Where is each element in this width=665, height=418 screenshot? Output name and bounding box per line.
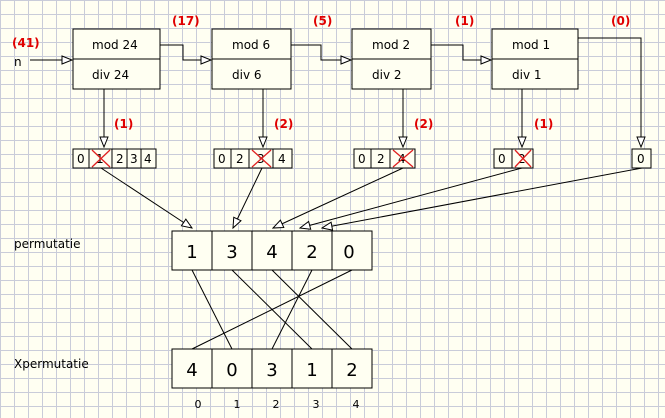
carry-arrow-1 (160, 44, 211, 60)
mod-1-label: mod 1 (512, 38, 550, 52)
pick-arrow-2 (233, 167, 263, 228)
digit-cell: 0 (77, 152, 85, 166)
permutatie-cell: 2 (306, 242, 317, 263)
input-label: n (14, 55, 22, 69)
div-24-label: div 24 (92, 68, 129, 82)
cross-mark (91, 149, 111, 168)
mod-6-label: mod 6 (232, 38, 270, 52)
stage-box-1: mod 1 div 1 (491, 28, 579, 90)
carry-label-5: (5) (313, 14, 332, 28)
cross-mark (514, 149, 532, 168)
digit-cell: 3 (130, 152, 138, 166)
digit-cell: 2 (377, 152, 385, 166)
stage-box-6: mod 6 div 6 (211, 28, 292, 90)
carry-label-1: (1) (455, 14, 474, 28)
digit-cell: 2 (116, 152, 124, 166)
pick-arrow-3 (273, 167, 404, 228)
digit-list-3: 0 2 4 (353, 148, 416, 169)
div-result-4: (1) (534, 117, 553, 131)
carry-label-0: (0) (611, 14, 630, 28)
index-labels: 0 1 2 3 4 (195, 398, 360, 411)
mod-24-label: mod 24 (92, 38, 138, 52)
permutatie-row: 1 3 4 2 0 (171, 230, 373, 271)
cross-mark (392, 149, 414, 168)
div-2-label: div 2 (372, 68, 402, 82)
pick-arrow-4 (300, 167, 523, 228)
carry-arrow-2 (291, 44, 351, 60)
xpermutatie-cell: 0 (226, 360, 237, 381)
stage-box-24: mod 24 div 24 (72, 28, 161, 90)
xpermutatie-cell: 1 (306, 360, 317, 381)
xpermutatie-row: 4 0 3 1 2 (171, 348, 373, 389)
digit-cell: 4 (278, 152, 286, 166)
digit-list-1: 0 1 2 3 4 (72, 148, 157, 169)
permutatie-cell: 3 (226, 242, 237, 263)
mod-2-label: mod 2 (372, 38, 410, 52)
xpermutatie-label: Xpermutatie (14, 357, 89, 371)
digit-list-4: 0 2 (493, 148, 534, 169)
input-value: (41) (12, 36, 40, 50)
carry-arrow-3 (431, 44, 491, 60)
carry-label-17: (17) (172, 14, 200, 28)
pick-arrow-5 (322, 167, 643, 228)
div-result-3: (2) (414, 117, 433, 131)
digit-list-2: 0 2 3 4 (213, 148, 293, 169)
digit-cell: 0 (637, 152, 645, 166)
div-result-2: (2) (274, 117, 293, 131)
digit-cell: 0 (358, 152, 366, 166)
digit-cell: 2 (236, 152, 244, 166)
div-6-label: div 6 (232, 68, 262, 82)
xpermutatie-cell: 4 (186, 360, 197, 381)
index-label: 2 (273, 398, 280, 411)
permutatie-cell: 1 (186, 242, 197, 263)
index-label: 0 (195, 398, 202, 411)
digit-cell: 0 (498, 152, 506, 166)
index-label: 1 (234, 398, 241, 411)
index-label: 4 (353, 398, 360, 411)
div-1-label: div 1 (512, 68, 542, 82)
xpermutatie-cell: 3 (266, 360, 277, 381)
permutatie-cell: 0 (343, 242, 354, 263)
xpermutatie-cell: 2 (346, 360, 357, 381)
permutatie-label: permutatie (14, 237, 81, 251)
digit-cell: 4 (144, 152, 152, 166)
digit-cell: 0 (218, 152, 226, 166)
carry-arrow-4 (578, 37, 641, 147)
permutatie-cell: 4 (266, 242, 277, 263)
index-label: 3 (313, 398, 320, 411)
pick-arrow-1 (100, 167, 192, 228)
div-result-1: (1) (114, 117, 133, 131)
stage-box-2: mod 2 div 2 (351, 28, 432, 90)
cross-mark (251, 149, 272, 168)
mapping-lines (191, 269, 353, 350)
digit-list-5: 0 (631, 148, 652, 169)
